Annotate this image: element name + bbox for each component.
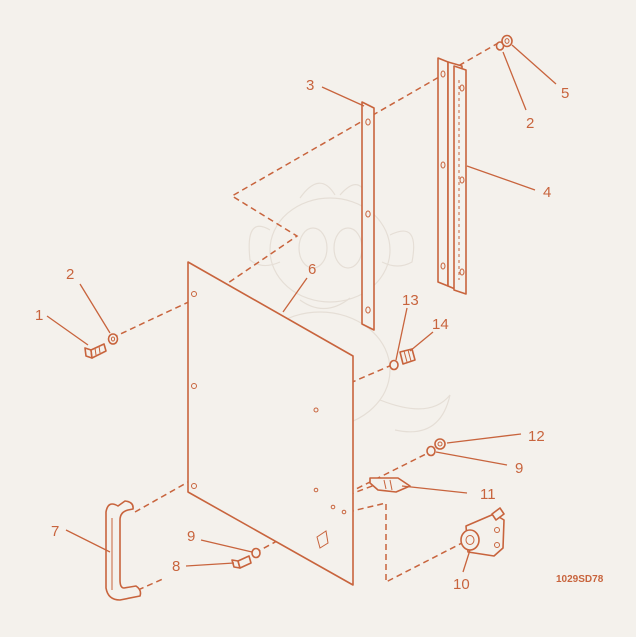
nut-part-5 [501, 34, 513, 48]
assembly-line-13 [349, 364, 393, 384]
leader-lines [46, 44, 557, 573]
leader-2-left [79, 283, 111, 334]
screw-part-1 [84, 343, 107, 359]
callout-5: 5 [561, 85, 569, 102]
leader-7 [65, 529, 111, 553]
callout-7: 7 [51, 523, 59, 540]
callout-6: 6 [308, 261, 316, 278]
washer-part-2-left [107, 333, 119, 345]
callout-4: 4 [543, 184, 551, 201]
callout-9-right: 9 [515, 460, 523, 477]
door-panel-part-6 [187, 261, 354, 586]
washer-part-9-bottom [251, 547, 261, 559]
callout-11: 11 [480, 486, 496, 503]
screw-part-8 [231, 555, 252, 569]
washer-part-9-right [426, 445, 436, 457]
callout-8: 8 [172, 558, 180, 575]
bar-part-3 [361, 101, 375, 331]
leader-6 [282, 277, 308, 313]
callout-9-bottom: 9 [187, 528, 195, 545]
callout-12: 12 [528, 428, 545, 445]
callout-labels: 1 2 3 2 5 4 6 13 14 12 9 11 7 9 8 10 102… [35, 77, 604, 593]
assembly-line-handle-bottom [137, 577, 166, 591]
leader-5 [511, 44, 557, 85]
leader-11 [401, 485, 468, 494]
leader-9-right [435, 451, 508, 466]
latch-part-10 [460, 507, 505, 557]
assembly-line-main [111, 41, 501, 339]
callout-1: 1 [35, 307, 43, 324]
nut-part-14 [399, 348, 416, 365]
nut-part-12 [434, 438, 446, 450]
leader-14 [409, 331, 434, 352]
leader-2-right [502, 51, 527, 111]
assembly-line-10 [347, 502, 463, 584]
leader-10 [462, 549, 471, 573]
callout-2-right: 2 [526, 115, 534, 132]
leader-8 [185, 562, 235, 567]
handle-part-7 [105, 500, 142, 601]
callout-13: 13 [402, 292, 419, 309]
callout-14: 14 [432, 316, 449, 333]
callout-10: 10 [453, 576, 470, 593]
latch-bracket-part-11 [369, 477, 411, 493]
drawing-code: 1029SD78 [556, 574, 604, 585]
callout-2-left: 2 [66, 266, 74, 283]
assembly-line-12 [347, 451, 431, 494]
hinge-part-4 [437, 57, 467, 295]
leader-1 [46, 315, 89, 346]
leader-9-bottom [200, 539, 253, 553]
callout-3: 3 [306, 77, 314, 94]
leader-3 [321, 86, 365, 107]
leader-12 [446, 433, 522, 444]
washer-part-13 [389, 359, 399, 371]
leader-13 [395, 307, 408, 361]
leader-4 [466, 165, 536, 191]
